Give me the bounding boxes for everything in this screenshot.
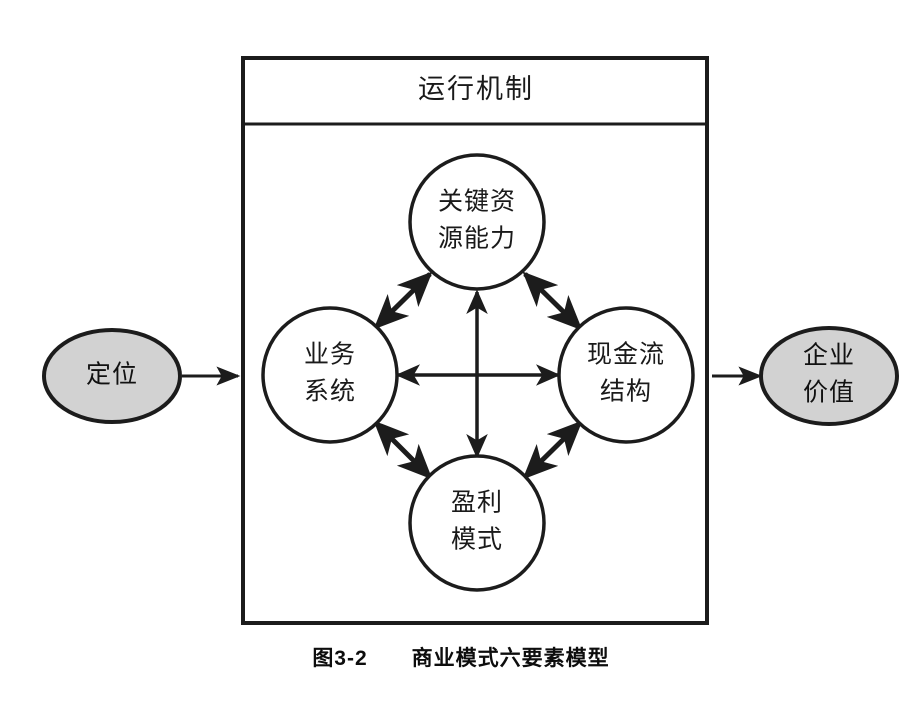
node-cash-flow-structure-circle xyxy=(557,306,695,444)
node-profit-model-line2: 模式 xyxy=(451,526,503,554)
node-business-system-circle xyxy=(261,306,399,444)
terminal-input-label: 定位 xyxy=(86,361,138,389)
panel-title: 运行机制 xyxy=(418,74,534,104)
node-key-resources[interactable]: 关键资 源能力 xyxy=(408,153,546,291)
node-profit-model[interactable]: 盈利 模式 xyxy=(408,454,546,592)
terminal-input-shape xyxy=(42,328,182,424)
terminal-output-line2: 价值 xyxy=(803,379,855,407)
figure-caption: 图3-2 商业模式六要素模型 xyxy=(312,647,610,670)
node-cash-flow-structure-line2: 结构 xyxy=(600,378,652,406)
node-key-resources-line1: 关键资 xyxy=(438,188,516,216)
node-key-resources-circle xyxy=(408,153,546,291)
terminal-output-line1: 企业 xyxy=(803,342,855,370)
operating-mechanism-panel xyxy=(241,56,709,625)
terminal-input-positioning[interactable]: 定位 xyxy=(42,328,182,424)
node-business-system[interactable]: 业务 系统 xyxy=(261,306,399,444)
connector-business-system-to-profit-model xyxy=(373,420,433,480)
node-cash-flow-structure-line1: 现金流 xyxy=(587,341,665,369)
node-profit-model-line1: 盈利 xyxy=(451,489,503,517)
node-profit-model-circle xyxy=(408,454,546,592)
connector-key-resources-to-cash-flow xyxy=(522,271,583,331)
node-business-system-line2: 系统 xyxy=(304,378,356,406)
terminal-output-enterprise-value[interactable]: 企业 价值 xyxy=(759,326,899,426)
node-cash-flow-structure[interactable]: 现金流 结构 xyxy=(557,306,695,444)
node-key-resources-line2: 源能力 xyxy=(438,225,516,253)
node-business-system-line1: 业务 xyxy=(304,341,356,369)
connector-profit-model-to-cash-flow xyxy=(522,420,583,480)
connector-business-system-to-key-resources xyxy=(373,271,433,330)
